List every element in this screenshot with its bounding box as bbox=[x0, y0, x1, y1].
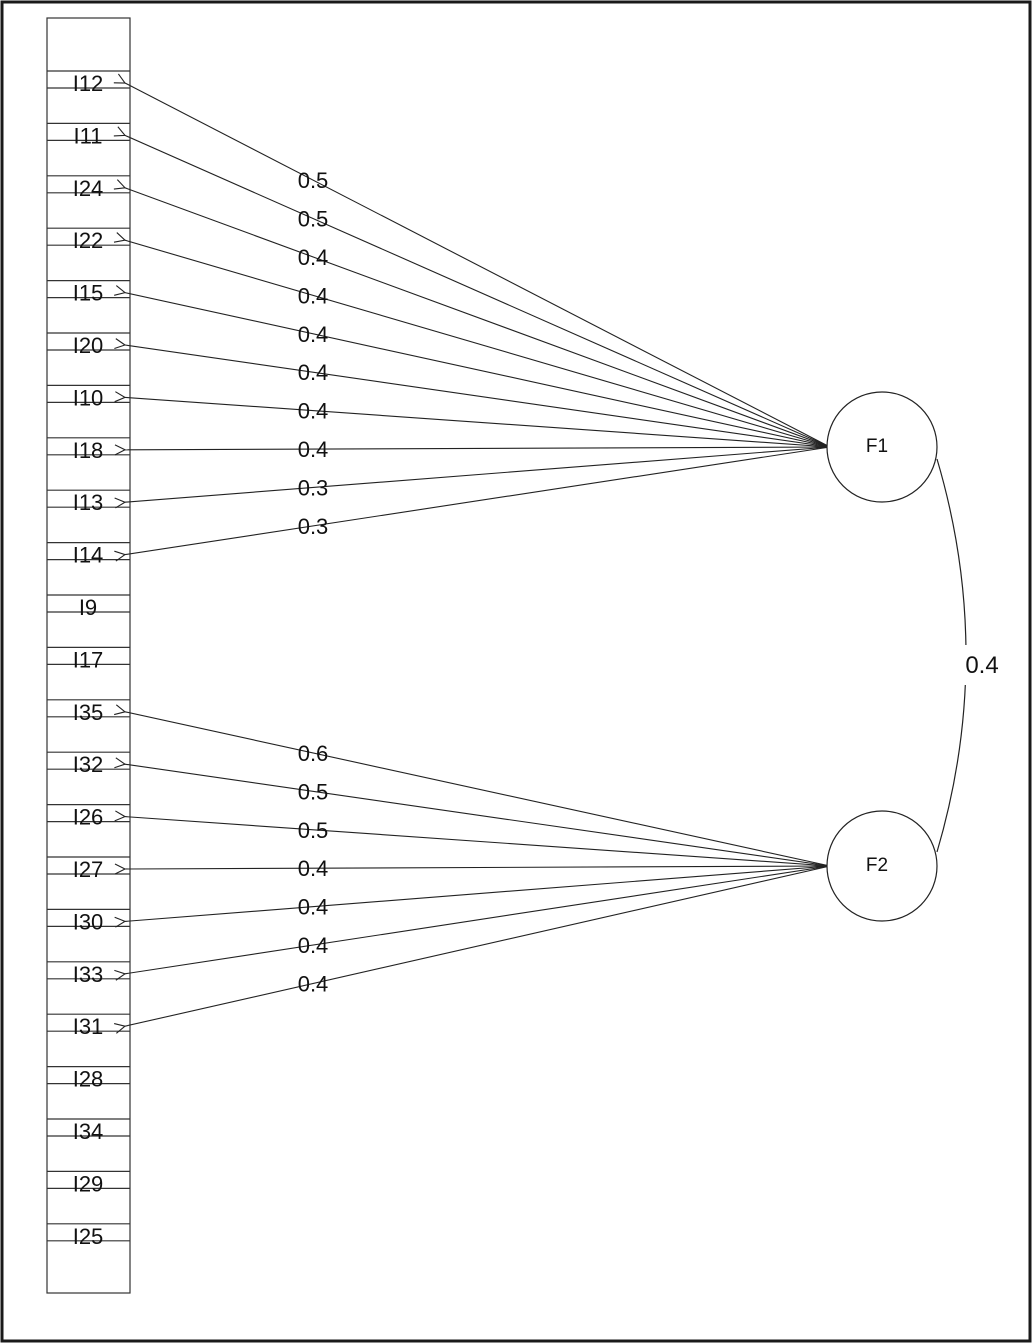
loading-arrow-f1-i20 bbox=[125, 345, 831, 448]
loading-value-f1-i15: 0.4 bbox=[298, 322, 329, 347]
item-label-i27: I27 bbox=[73, 857, 104, 882]
item-label-i35: I35 bbox=[73, 700, 104, 725]
item-label-i29: I29 bbox=[73, 1171, 104, 1196]
loading-value-f2-i35: 0.6 bbox=[298, 741, 329, 766]
item-label-i20: I20 bbox=[73, 333, 104, 358]
factor-node-f2 bbox=[826, 810, 938, 922]
factor-label-f1: F1 bbox=[866, 436, 888, 457]
loading-arrow-f2-i35 bbox=[125, 712, 831, 867]
loading-arrow-f2-i30 bbox=[125, 865, 831, 921]
item-label-i34: I34 bbox=[73, 1119, 104, 1144]
correlation-label-background bbox=[962, 645, 1002, 685]
loading-value-f2-i33: 0.4 bbox=[298, 933, 329, 958]
item-label-i26: I26 bbox=[73, 805, 104, 830]
loading-value-f2-i27: 0.4 bbox=[298, 856, 329, 881]
loading-arrow-f1-i15 bbox=[125, 293, 831, 448]
item-label-i25: I25 bbox=[73, 1224, 104, 1249]
correlation-value: 0.4 bbox=[965, 652, 998, 679]
loading-arrow-f1-i11 bbox=[125, 135, 831, 448]
loading-arrow-f2-i33 bbox=[125, 865, 831, 974]
loading-value-f1-i22: 0.4 bbox=[298, 283, 329, 308]
item-label-i33: I33 bbox=[73, 962, 104, 987]
item-label-i12: I12 bbox=[73, 71, 104, 96]
item-label-i17: I17 bbox=[73, 647, 104, 672]
loading-value-f1-i24: 0.4 bbox=[298, 245, 329, 270]
loading-value-f1-i10: 0.4 bbox=[298, 399, 329, 424]
item-label-i30: I30 bbox=[73, 909, 104, 934]
item-label-i28: I28 bbox=[73, 1067, 104, 1092]
item-label-i18: I18 bbox=[73, 438, 104, 463]
loading-value-f1-i11: 0.5 bbox=[298, 206, 329, 231]
loading-value-f2-i31: 0.4 bbox=[298, 971, 329, 996]
item-separators bbox=[47, 70, 130, 1242]
factor-label-f2: F2 bbox=[866, 855, 888, 876]
loading-arrow-f1-i13 bbox=[125, 446, 831, 502]
item-label-i14: I14 bbox=[73, 543, 104, 568]
loading-arrow-f1-i10 bbox=[125, 397, 831, 448]
loading-value-f1-i18: 0.4 bbox=[298, 437, 329, 462]
item-label-i10: I10 bbox=[73, 385, 104, 410]
loading-arrow-f1-i18 bbox=[125, 447, 831, 450]
loading-value-f2-i32: 0.5 bbox=[298, 779, 329, 804]
loading-arrow-f2-i31 bbox=[125, 865, 831, 1026]
loading-arrow-f1-i22 bbox=[125, 240, 831, 448]
item-labels: I12I11I24I22I15I20I10I18I13I14I9I17I35I3… bbox=[73, 71, 104, 1249]
item-label-i15: I15 bbox=[73, 281, 104, 306]
loading-arrow-f2-i32 bbox=[125, 764, 831, 867]
item-label-i32: I32 bbox=[73, 752, 104, 777]
loading-arrow-f1-i24 bbox=[125, 188, 831, 448]
item-label-i13: I13 bbox=[73, 490, 104, 515]
item-column bbox=[46, 17, 131, 1294]
loading-arrow-f2-i27 bbox=[125, 866, 831, 869]
item-label-i22: I22 bbox=[73, 228, 104, 253]
factor-node-f1 bbox=[826, 391, 938, 503]
loading-value-f1-i14: 0.3 bbox=[298, 514, 329, 539]
loading-arrow-f1-i12 bbox=[125, 83, 831, 448]
item-label-i11: I11 bbox=[74, 123, 103, 148]
loading-value-f1-i20: 0.4 bbox=[298, 360, 329, 385]
loading-value-f2-i30: 0.4 bbox=[298, 895, 329, 920]
loading-value-f2-i26: 0.5 bbox=[298, 818, 329, 843]
loading-value-f1-i12: 0.5 bbox=[298, 168, 329, 193]
loading-arrows bbox=[125, 83, 831, 1026]
loading-labels: 0.5 0.5 0.4 0.4 0.4 0.4 0.4 0.4 0.3 0.3 0.6 0.5 0.5 0… bbox=[298, 168, 329, 996]
loading-value-f1-i13: 0.3 bbox=[298, 475, 329, 500]
item-label-i24: I24 bbox=[73, 176, 104, 201]
loading-arrow-f1-i14 bbox=[125, 446, 831, 555]
item-label-i31: I31 bbox=[73, 1014, 104, 1039]
loading-arrow-f2-i26 bbox=[125, 817, 831, 867]
item-label-i9: I9 bbox=[79, 595, 97, 620]
